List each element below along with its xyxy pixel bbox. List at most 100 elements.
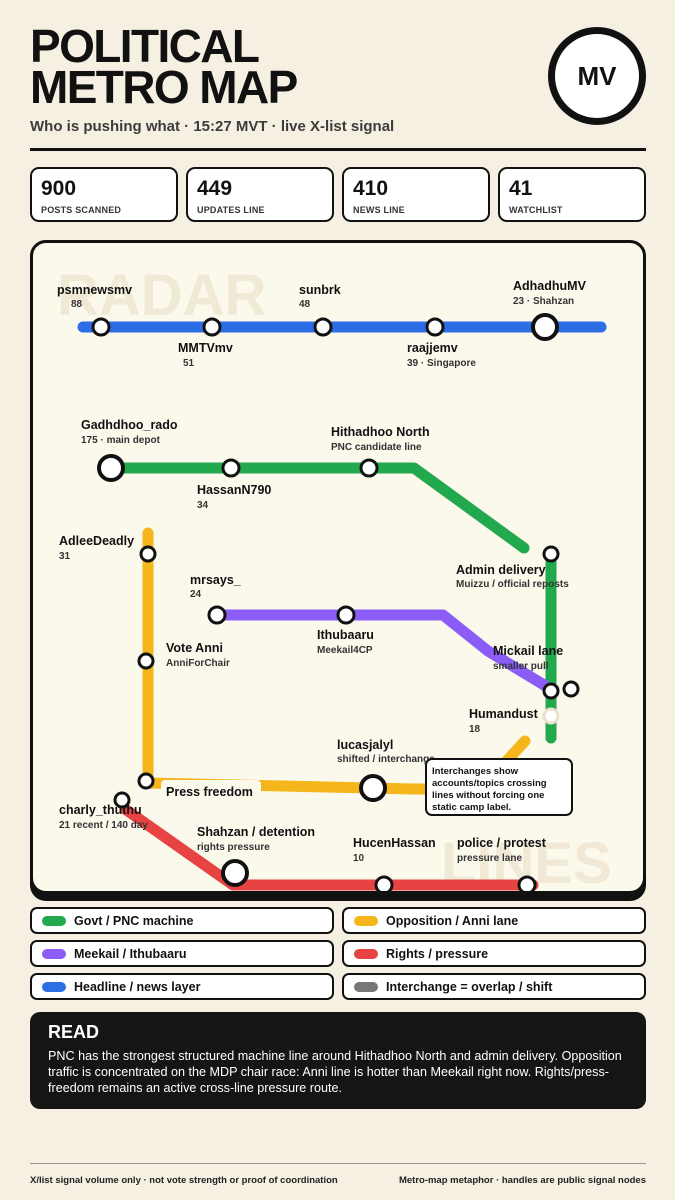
legend-interchange: Interchange = overlap / shift xyxy=(342,973,646,1000)
station-sub-sunbrk: 48 xyxy=(299,299,311,310)
station-name-mickail-lane: Mickail lane xyxy=(493,644,563,658)
station-name-charly-thuthu: charly_thuthu xyxy=(59,803,142,817)
station-sunbrk[interactable] xyxy=(313,317,333,337)
stat-value: 900 xyxy=(41,177,77,200)
legend-label: Rights / pressure xyxy=(386,946,489,961)
note-line-1: Interchanges show xyxy=(432,766,519,777)
legend-label: Interchange = overlap / shift xyxy=(386,979,553,994)
stat-label: POSTS SCANNED xyxy=(41,205,122,215)
note-line-3: lines without forcing one xyxy=(432,790,544,801)
footer-disclaimer: X/list signal volume only · not vote str… xyxy=(30,1175,338,1186)
station-name-admin-delivery: Admin delivery xyxy=(456,563,546,577)
mv-logo: MV xyxy=(548,27,646,125)
stat-label: NEWS LINE xyxy=(353,205,405,215)
station-sub-ithubaaru: Meekail4CP xyxy=(317,645,373,656)
legend-label: Govt / PNC machine xyxy=(74,913,194,928)
station-sub-vote-anni: AnniForChair xyxy=(166,658,230,669)
station-sub-charly-thuthu: 21 recent / 140 day xyxy=(59,820,148,831)
station-name-mmtvmv: MMTVmv xyxy=(178,341,233,355)
legend-swatch xyxy=(354,981,378,992)
station-name-gadhdhoo-rado: Gadhdhoo_rado xyxy=(81,418,178,432)
note-line-2: accounts/topics crossing xyxy=(432,778,547,789)
stat-label: WATCHLIST xyxy=(509,205,563,215)
station-sub-humandust: 18 xyxy=(469,724,481,735)
station-mrsays[interactable] xyxy=(207,605,227,625)
stat-label: UPDATES LINE xyxy=(197,205,265,215)
page-subtitle: Who is pushing what · 15:27 MVT · live X… xyxy=(30,118,395,135)
station-sub-shahzan-detention: rights pressure xyxy=(197,842,270,853)
legend-swatch xyxy=(354,915,378,926)
station-sub-adhadhumv: 23 · Shahzan xyxy=(513,296,574,307)
station-name-ithubaaru: Ithubaaru xyxy=(317,628,374,642)
station-sub-adleedeadly: 31 xyxy=(59,551,71,562)
legend-govt-pnc: Govt / PNC machine xyxy=(30,907,334,934)
legend-swatch xyxy=(354,948,378,959)
footer-divider xyxy=(30,1163,646,1164)
station-vote-anni[interactable] xyxy=(137,652,155,670)
station-mickail-lane[interactable] xyxy=(542,682,560,700)
read-text: PNC has the strongest structured machine… xyxy=(48,1049,622,1095)
title-line-2: METRO MAP xyxy=(30,61,298,113)
station-lucasjalyl[interactable] xyxy=(359,774,387,802)
stat-card-watchlist: 41 WATCHLIST xyxy=(498,167,646,222)
legend-label: Opposition / Anni lane xyxy=(386,913,519,928)
metro-map-panel: RADAR LINES psmnewsmv MMTVmv sunbrk raaj… xyxy=(30,240,646,894)
station-sub-lucasjalyl: shifted / interchange xyxy=(337,754,435,765)
station-hithadhoo-north[interactable] xyxy=(359,458,379,478)
station-sub-mmtvmv: 51 xyxy=(183,358,195,369)
station-psmnewsmv[interactable] xyxy=(91,317,111,337)
legend-rights-pressure: Rights / pressure xyxy=(342,940,646,967)
station-sub-mickail-lane: smaller pull xyxy=(493,661,549,672)
station-name-psmnewsmv: psmnewsmv xyxy=(57,283,132,297)
station-sub-hucenhassan: 10 xyxy=(353,853,365,864)
station-shahzan-detention[interactable] xyxy=(221,859,249,887)
station-raajjemv[interactable] xyxy=(425,317,445,337)
station-name-lucasjalyl: lucasjalyl xyxy=(337,738,393,752)
station-charly-thuthu[interactable] xyxy=(113,791,131,809)
station-adleedeadly[interactable] xyxy=(139,545,157,563)
station-sub-mrsays: 24 xyxy=(190,589,202,600)
footer-note: Metro-map metaphor · handles are public … xyxy=(398,1175,646,1186)
station-humandust[interactable] xyxy=(542,707,560,725)
legend-swatch xyxy=(42,915,66,926)
station-ithubaaru[interactable] xyxy=(336,605,356,625)
station-sub-psmnewsmv: 88 xyxy=(71,299,83,310)
station-name-hassann790: HassanN790 xyxy=(197,483,271,497)
station-sub-hassann790: 34 xyxy=(197,500,209,511)
legend-opposition-anni: Opposition / Anni lane xyxy=(342,907,646,934)
line-govt-pnc xyxy=(105,462,530,554)
station-name-adhadhumv: AdhadhuMV xyxy=(513,279,587,293)
station-police-protest[interactable] xyxy=(517,875,537,891)
read-summary-box: READ PNC has the strongest structured ma… xyxy=(30,1012,646,1109)
station-name-police-protest: police / protest xyxy=(457,836,547,850)
legend-label: Headline / news layer xyxy=(74,979,201,994)
stat-value: 449 xyxy=(197,177,233,200)
stat-card-posts-scanned: 900 POSTS SCANNED xyxy=(30,167,178,222)
station-sub-admin-delivery: Muizzu / official reposts xyxy=(456,579,569,590)
line-meekail xyxy=(211,609,555,694)
station-name-shahzan-detention: Shahzan / detention xyxy=(197,825,315,839)
station-sub-hithadhoo-north: PNC candidate line xyxy=(331,442,422,453)
stat-card-updates-line: 449 UPDATES LINE xyxy=(186,167,334,222)
station-name-hucenhassan: HucenHassan xyxy=(353,836,436,850)
station-name-vote-anni: Vote Anni xyxy=(166,641,223,655)
station-mickail-interchange[interactable] xyxy=(562,680,580,698)
metro-map: RADAR LINES psmnewsmv MMTVmv sunbrk raaj… xyxy=(57,263,612,891)
station-press-freedom[interactable] xyxy=(137,772,155,790)
station-gadhdhoo-rado[interactable] xyxy=(97,454,125,482)
station-name-adleedeadly: AdleeDeadly xyxy=(59,534,134,548)
station-sub-raajjemv: 39 · Singapore xyxy=(407,358,476,369)
station-name-hithadhoo-north: Hithadhoo North xyxy=(331,425,430,439)
station-sub-police-protest: pressure lane xyxy=(457,853,522,864)
station-admin-delivery[interactable] xyxy=(542,545,560,563)
legend-headline-news: Headline / news layer xyxy=(30,973,334,1000)
interchange-note: Interchanges show accounts/topics crossi… xyxy=(425,758,573,816)
note-line-4: static camp label. xyxy=(432,802,511,813)
station-adhadhumv[interactable] xyxy=(531,313,559,341)
station-name-humandust: Humandust xyxy=(469,707,539,721)
station-mmtvmv[interactable] xyxy=(202,317,222,337)
stat-card-news-line: 410 NEWS LINE xyxy=(342,167,490,222)
station-hassann790[interactable] xyxy=(221,458,241,478)
page-title: POLITICAL METRO MAP xyxy=(30,23,298,113)
station-hucenhassan[interactable] xyxy=(374,875,394,891)
